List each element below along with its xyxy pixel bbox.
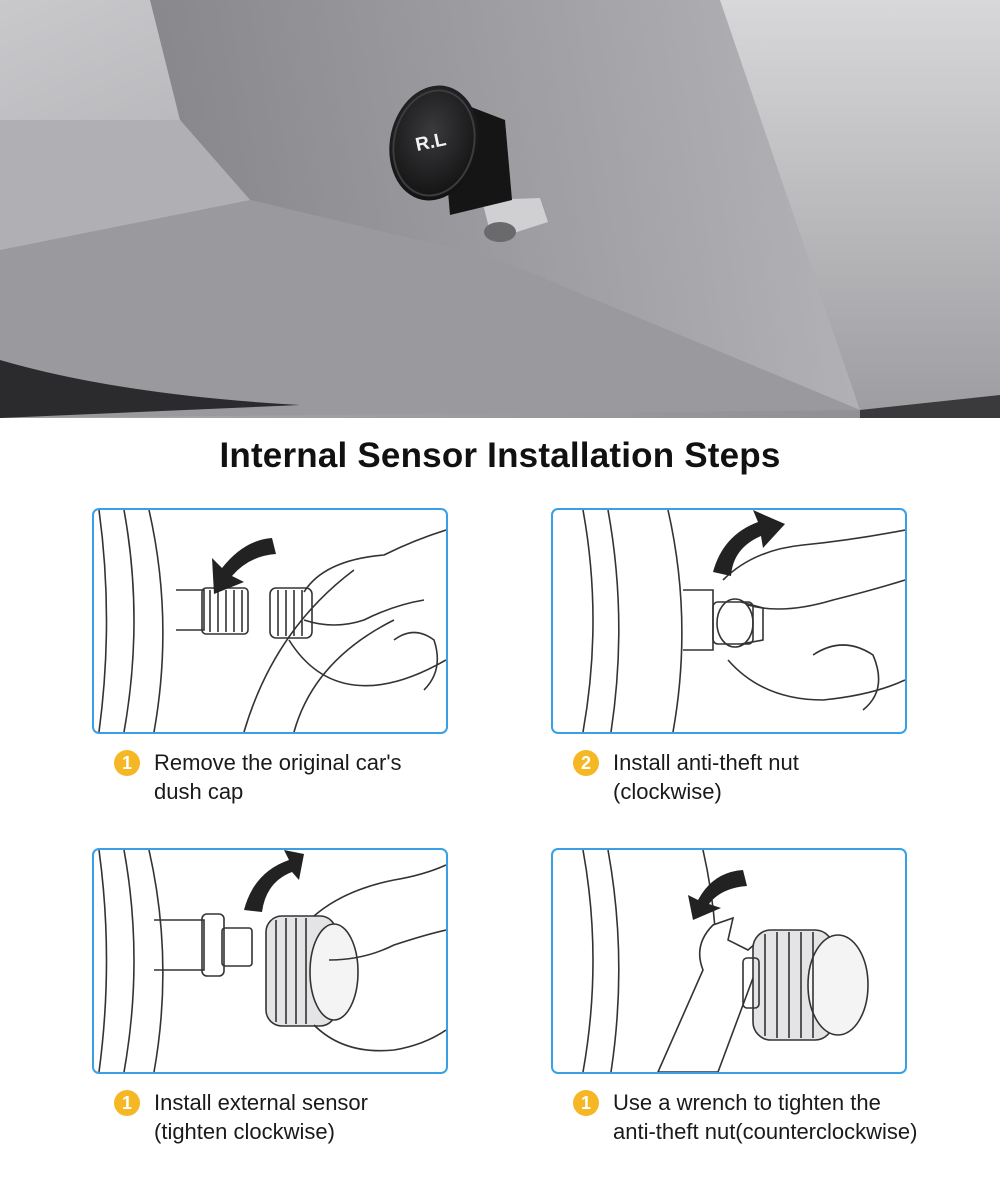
sensor-cap-icon	[389, 85, 512, 215]
caption-line: Install external sensor	[154, 1090, 368, 1115]
step-caption: Install external sensor (tighten clockwi…	[154, 1088, 368, 1146]
step-badge: 2	[573, 750, 599, 776]
hero-photo: R.L	[0, 0, 1000, 418]
page-title: Internal Sensor Installation Steps	[219, 436, 781, 475]
caption-line: (tighten clockwise)	[154, 1119, 335, 1144]
step-2-illustration	[551, 508, 907, 734]
caption-line: anti-theft nut(counterclockwise)	[613, 1119, 918, 1144]
step-badge: 1	[573, 1090, 599, 1116]
step-badge: 1	[114, 750, 140, 776]
step-caption: Install anti-theft nut (clockwise)	[613, 748, 799, 806]
caption-line: Remove the original car's	[154, 750, 402, 775]
step-caption: Use a wrench to tighten the anti-theft n…	[613, 1088, 917, 1146]
arrow-icon	[212, 538, 276, 594]
caption-line: Install anti-theft nut	[613, 750, 799, 775]
caption-line: Use a wrench to tighten the	[613, 1090, 881, 1115]
caption-line: (clockwise)	[613, 779, 722, 804]
arrow-icon	[713, 510, 785, 576]
step-3-illustration	[92, 848, 448, 1074]
arrow-icon	[244, 850, 304, 912]
step-1-illustration	[92, 508, 448, 734]
caption-line: dush cap	[154, 779, 244, 804]
step-caption: Remove the original car's dush cap	[154, 748, 402, 806]
arrow-icon	[688, 870, 747, 920]
step-badge: 1	[114, 1090, 140, 1116]
step-4-illustration	[551, 848, 907, 1074]
